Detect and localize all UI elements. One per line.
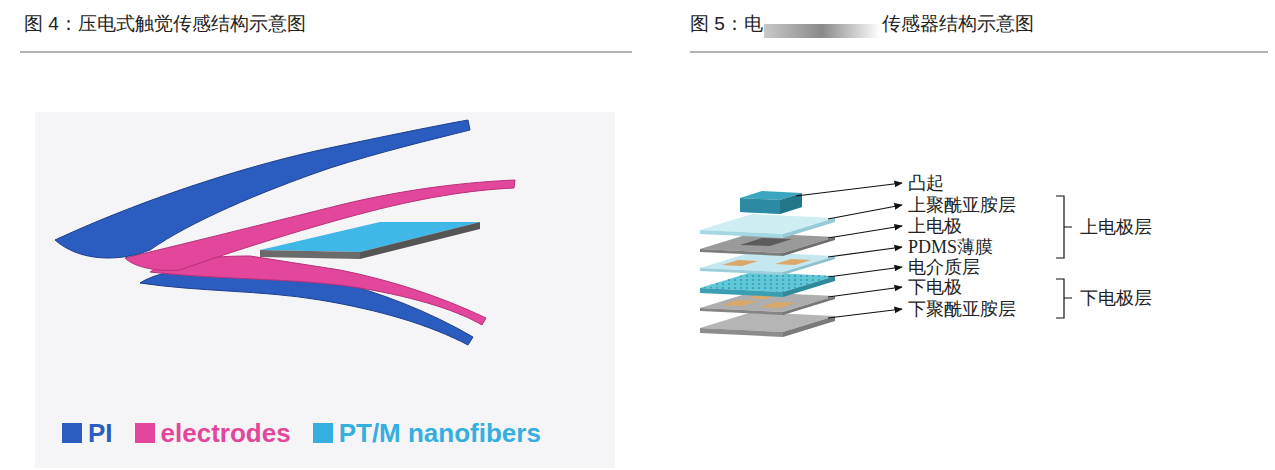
part-label: 下聚酰亚胺层 [908, 300, 1016, 318]
heading-rule [690, 52, 1268, 53]
legend-swatch [313, 423, 333, 443]
leader-arrows [796, 183, 902, 318]
figure-ground [35, 112, 615, 468]
legend-swatch [62, 423, 82, 443]
legend-text: PI [88, 420, 113, 446]
bracket [1056, 196, 1072, 318]
legend-item: PI [62, 420, 113, 446]
blurred-text [764, 24, 880, 38]
part-label: 上聚酰亚胺层 [908, 196, 1016, 214]
part-label: PDMS薄膜 [908, 238, 993, 256]
legend-text: PT/M nanofibers [339, 420, 541, 446]
piezo-layers [55, 120, 515, 345]
legend-item: PT/M nanofibers [313, 420, 541, 446]
heading-rule [20, 52, 632, 53]
figure-heading: 图 5：电 [690, 14, 763, 33]
part-label: 上电极 [908, 217, 962, 235]
legend-text: electrodes [161, 420, 291, 446]
legend-swatch [135, 423, 155, 443]
sensor-stack [700, 191, 835, 337]
part-label: 电介质层 [908, 258, 980, 276]
legend-item: electrodes [135, 420, 291, 446]
part-label: 凸起 [908, 174, 944, 192]
figure-heading: 传感器结构示意图 [882, 14, 1034, 33]
legend: PI electrodes PT/M nanofibers [62, 420, 541, 446]
group-label: 下电极层 [1080, 289, 1152, 307]
part-label: 下电极 [908, 278, 962, 296]
group-label: 上电极层 [1080, 218, 1152, 236]
figure-heading: 图 4：压电式触觉传感结构示意图 [24, 14, 306, 33]
